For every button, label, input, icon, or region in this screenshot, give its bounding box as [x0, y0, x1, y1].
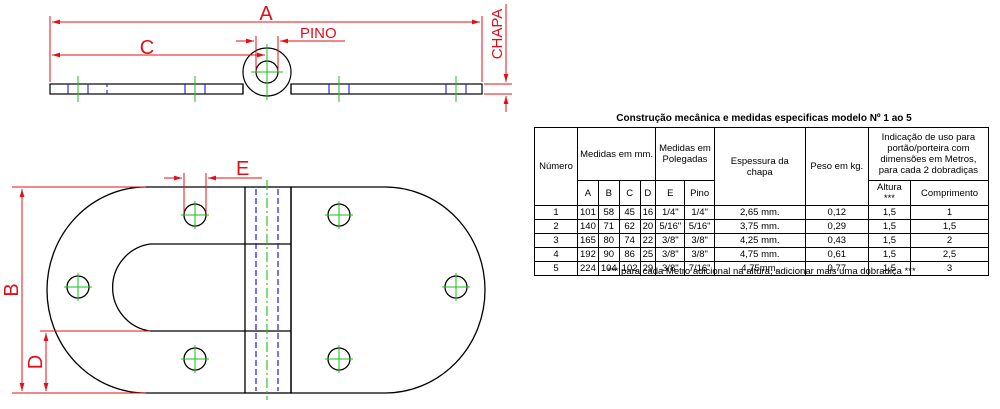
cell-espessura: 3,75 mm.: [713, 219, 806, 234]
cell-peso: 0,43: [804, 233, 869, 248]
cell-altura: 1,5: [867, 205, 912, 220]
sub-e: E: [655, 180, 686, 206]
cell-peso: 0,12: [804, 205, 869, 220]
spec-note: *** para cada Metro adicional na altura,…: [607, 266, 916, 277]
hole-center-marks: [64, 201, 470, 373]
cell-e: 5/16": [655, 219, 686, 234]
cell-numero: 4: [534, 247, 578, 262]
label-chapa: CHAPA: [489, 9, 506, 60]
cell-pino: 7/16": [684, 261, 715, 276]
header-medidas-mm: Medidas em mm.: [576, 127, 657, 181]
cell-comprimento: 1,5: [910, 219, 989, 234]
cell-c: 74: [618, 233, 641, 248]
left-leaf-outline: [46, 186, 245, 394]
cell-d: 22: [639, 233, 657, 248]
cell-d: 16: [639, 205, 657, 220]
hinge-technical-drawing: A C PINO CHAPA: [1, 3, 512, 400]
cell-comprimento: 2,5: [910, 247, 989, 262]
side-plate-right: [290, 83, 483, 95]
sub-b: B: [597, 180, 620, 206]
cell-numero: 3: [534, 233, 578, 248]
header-peso: Peso em kg.: [804, 127, 869, 206]
cell-a: 140: [577, 219, 599, 234]
dimension-a: [49, 16, 483, 82]
plan-view: E B D: [1, 158, 486, 400]
cell-peso: 0,29: [804, 219, 869, 234]
sub-c: C: [618, 180, 641, 206]
cell-c: 102: [618, 261, 641, 276]
header-medidas-pol: Medidas em Polegadas: [655, 127, 715, 181]
knuckle-column: [244, 186, 292, 394]
sub-a: A: [577, 180, 599, 206]
label-e: E: [236, 158, 249, 180]
dimension-d: [40, 330, 150, 391]
side-hidden-lines: [67, 84, 467, 94]
side-center-lines: [77, 44, 457, 102]
label-c: C: [140, 37, 154, 59]
cell-altura: 1,5: [867, 261, 912, 276]
cell-comprimento: 3: [910, 261, 989, 276]
cell-espessura: 2,65 mm.: [713, 205, 806, 220]
sub-altura: Altura ***: [867, 180, 912, 206]
cell-d: 20: [639, 219, 657, 234]
sub-d: D: [639, 180, 657, 206]
label-d: D: [25, 355, 47, 369]
cell-comprimento: 2: [910, 233, 989, 248]
cell-altura: 1,5: [867, 247, 912, 262]
cell-numero: 2: [534, 219, 578, 234]
cell-e: 3/8": [655, 261, 686, 276]
header-indicacao: Indicação de uso para portão/porteira co…: [867, 127, 990, 181]
cell-e: 3/8": [655, 247, 686, 262]
cell-espessura: 4,25 mm.: [713, 233, 806, 248]
cell-b: 71: [597, 219, 620, 234]
cell-pino: 1/4": [684, 205, 715, 220]
cell-pino: 3/8": [684, 233, 715, 248]
cell-c: 62: [618, 219, 641, 234]
cell-c: 86: [618, 247, 641, 262]
cell-a: 101: [577, 205, 599, 220]
cell-espessura: 4,75mm.: [713, 261, 806, 276]
dimension-b: [12, 186, 146, 394]
cell-espessura: 4,75 mm.: [713, 247, 806, 262]
cell-peso: 0,61: [804, 247, 869, 262]
spec-table: Número Medidas em mm. Medidas em Polegad…: [534, 127, 990, 276]
cell-altura: 1,5: [867, 233, 912, 248]
left-leaf-inner: [112, 243, 245, 332]
cell-a: 165: [577, 233, 599, 248]
right-leaf-outline: [290, 186, 486, 394]
dimension-pino: [236, 36, 345, 72]
cell-e: 1/4": [655, 205, 686, 220]
cell-comprimento: 1: [910, 205, 989, 220]
sub-comprimento: Comprimento: [910, 180, 989, 206]
cell-b: 90: [597, 247, 620, 262]
cell-pino: 5/16": [684, 219, 715, 234]
label-a: A: [259, 3, 273, 25]
label-b: B: [1, 283, 23, 296]
dimension-chapa: [484, 4, 512, 112]
header-numero: Número: [534, 127, 578, 206]
cell-d: 25: [639, 247, 657, 262]
cell-numero: 5: [534, 261, 578, 276]
cell-a: 192: [577, 247, 599, 262]
cell-b: 80: [597, 233, 620, 248]
plan-hidden-lines: [255, 189, 279, 391]
label-pino: PINO: [300, 25, 337, 42]
side-view: A C PINO CHAPA: [49, 3, 512, 112]
cell-altura: 1,5: [867, 219, 912, 234]
side-plate-left: [49, 83, 244, 95]
cell-pino: 3/8": [684, 247, 715, 262]
header-espessura: Espessura da chapa: [713, 127, 806, 206]
cell-b: 58: [597, 205, 620, 220]
spec-table-title: Construção mecânica e medidas especifica…: [616, 113, 912, 124]
cell-numero: 1: [534, 205, 578, 220]
sub-pino: Pino: [684, 180, 715, 206]
cell-c: 45: [618, 205, 641, 220]
dimension-e: [164, 173, 262, 213]
cell-e: 3/8": [655, 233, 686, 248]
